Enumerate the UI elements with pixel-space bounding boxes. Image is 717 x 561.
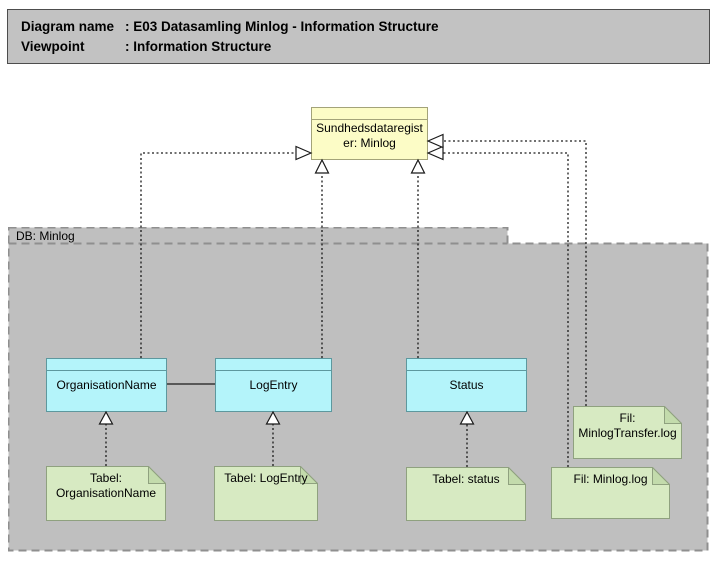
note-label: Fil: Minlog.log — [573, 472, 648, 486]
note-label: Tabel: LogEntry — [224, 471, 308, 485]
hollow-triangle-arrowhead-icon — [426, 145, 444, 161]
note-fold-icon — [508, 467, 526, 485]
node-logentry: LogEntry — [215, 358, 332, 412]
diagram-name-value: E03 Datasamling Minlog - Information Str… — [133, 19, 439, 34]
diagram-name-label: Diagram name — [21, 19, 115, 34]
diagram-name-colon: : — [125, 19, 130, 34]
diagram-name-row: Diagram name: E03 Datasamling Minlog - I… — [21, 17, 709, 37]
hollow-triangle-arrowhead-icon — [295, 145, 313, 161]
note-shape — [551, 467, 670, 519]
note-shape — [46, 466, 166, 521]
note-fil-minlogtransfer-log: Fil: MinlogTransfer.log — [573, 406, 682, 459]
hollow-triangle-arrowhead-icon — [410, 158, 426, 174]
note-shape — [406, 467, 526, 521]
note-shape — [214, 466, 318, 521]
note-tabel-status: Tabel: status — [406, 467, 526, 521]
node-sundhedsdataregister-minlog: Sundhedsdataregister: Minlog — [311, 107, 428, 160]
group-db-minlog-label: DB: Minlog — [16, 229, 75, 243]
entity-compartment-strip — [407, 359, 526, 371]
hollow-triangle-arrowhead-icon — [314, 158, 330, 174]
note-label: Tabel: OrganisationName — [55, 471, 157, 500]
note-tabel-organisationname: Tabel: OrganisationName — [46, 466, 166, 521]
note-fold-icon — [148, 466, 166, 484]
viewpoint-colon: : — [125, 39, 130, 54]
node-status: Status — [406, 358, 527, 412]
viewpoint-label: Viewpoint — [21, 39, 85, 54]
entity-label: OrganisationName — [56, 378, 157, 392]
object-compartment-strip — [312, 108, 427, 120]
viewpoint-value: Information Structure — [133, 39, 272, 54]
entity-compartment-strip — [216, 359, 331, 371]
hollow-triangle-arrowhead-icon — [426, 133, 444, 149]
node-organisationname: OrganisationName — [46, 358, 167, 412]
note-shape — [573, 406, 682, 459]
note-fold-icon — [652, 467, 670, 485]
note-label: Tabel: status — [432, 472, 500, 486]
viewpoint-row: Viewpoint: Information Structure — [21, 37, 709, 57]
diagram-title-block: Diagram name: E03 Datasamling Minlog - I… — [7, 9, 710, 64]
note-fold-icon — [300, 466, 318, 484]
note-tabel-logentry: Tabel: LogEntry — [214, 466, 318, 521]
entity-label: Status — [449, 378, 484, 392]
entity-label: LogEntry — [249, 378, 298, 392]
entity-compartment-strip — [47, 359, 166, 371]
note-fold-icon — [664, 406, 682, 424]
object-label: Sundhedsdataregister: Minlog — [316, 121, 423, 150]
note-label: Fil: MinlogTransfer.log — [578, 411, 677, 440]
note-fil-minlog-log: Fil: Minlog.log — [551, 467, 670, 519]
